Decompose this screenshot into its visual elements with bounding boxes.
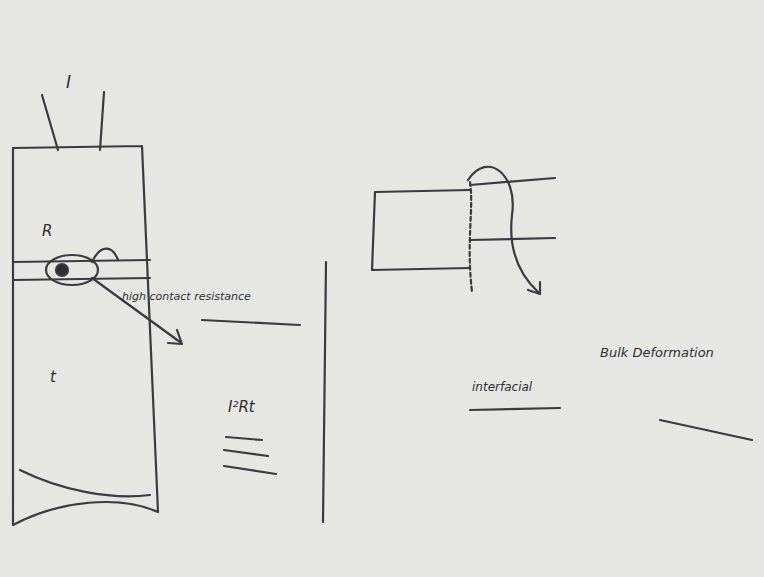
- plate-outline: [13, 146, 158, 525]
- underline: [202, 320, 300, 325]
- weld-interface: [470, 182, 472, 292]
- divider: [323, 262, 326, 522]
- interface-band: [13, 260, 150, 280]
- strip: [372, 190, 470, 270]
- metal-plate: Rt: [14, 148, 154, 518]
- handwritten-label: interfacial: [472, 380, 532, 394]
- handwritten-label: I: [66, 72, 71, 92]
- handwritten-label: I²Rt: [228, 398, 255, 416]
- plate-edge: [20, 470, 150, 496]
- curved-arrow: [468, 167, 538, 292]
- double-underline: [224, 437, 276, 474]
- leader-arrow: [92, 278, 180, 342]
- symbol-label: t: [50, 368, 56, 386]
- leader-line: [92, 249, 118, 262]
- handwritten-label: Bulk Deformation: [600, 345, 714, 360]
- symbol-label: R: [42, 222, 52, 240]
- arrowhead: [168, 330, 182, 344]
- contact-dot: [56, 264, 68, 276]
- underline: [470, 408, 560, 410]
- wire: [42, 95, 58, 150]
- contact-circle: [46, 255, 98, 285]
- handwritten-label: high contact resistance: [122, 290, 251, 303]
- arrowhead: [528, 282, 540, 294]
- underline: [660, 420, 752, 440]
- wire: [100, 92, 104, 150]
